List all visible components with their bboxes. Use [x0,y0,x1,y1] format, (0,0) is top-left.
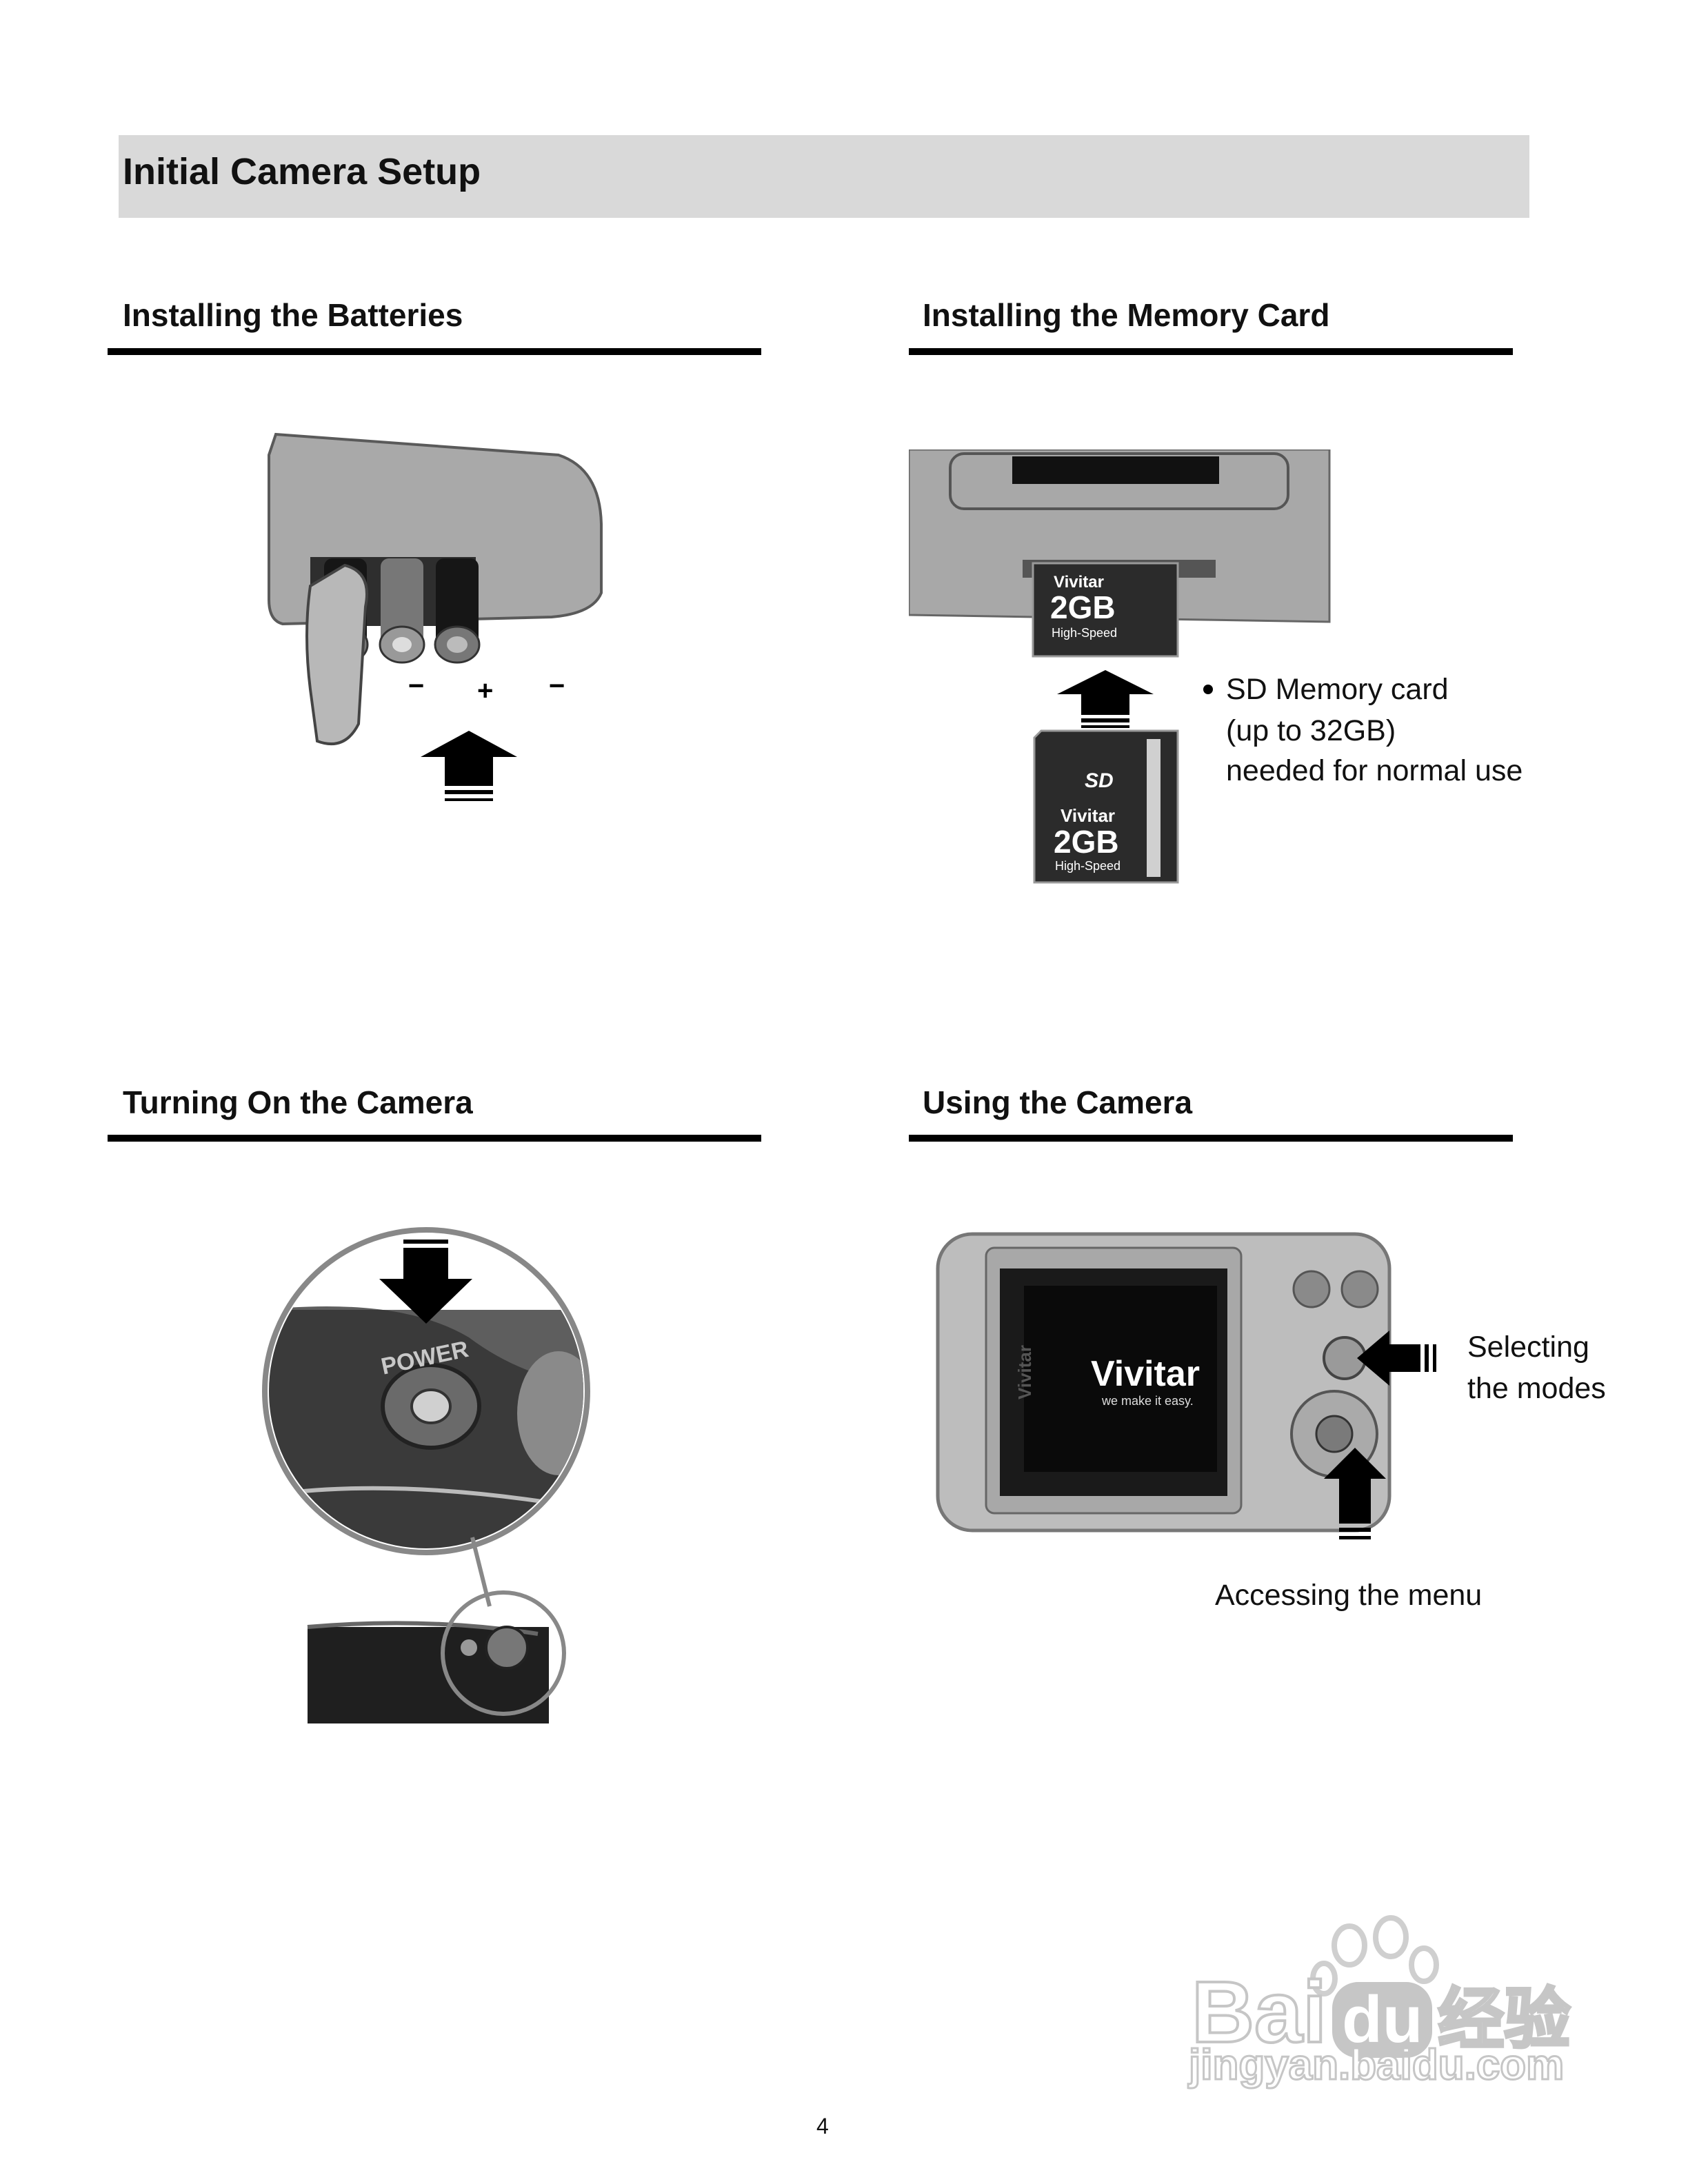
memory-note-line-2: (up to 32GB) [1226,714,1396,747]
watermark-brand-du: du [1332,1982,1433,2058]
arrow-up-icon [1057,670,1154,728]
arrow-up-icon [1324,1448,1386,1539]
rule-power [108,1135,761,1142]
battery-2 [379,558,425,664]
watermark-url: jingyan.baidu.com [1187,2041,1565,2090]
sd-card-inserted: Vivitar 2GB High-Speed [1032,562,1179,658]
page-title: Initial Camera Setup [123,151,481,192]
memory-card-illustration: Vivitar 2GB High-Speed SD Vivitar 2GB Hi… [909,449,1331,884]
card-brand: Vivitar [1061,805,1115,826]
heading-batteries: Installing the Batteries [123,297,463,333]
card-speed: High-Speed [1055,859,1121,873]
card-capacity: 2GB [1054,824,1119,860]
label-modes-line-1: Selecting [1467,1331,1589,1364]
label-menu: Accessing the menu [1215,1579,1483,1612]
arrow-left-icon [1357,1331,1436,1386]
card-speed-top: High-Speed [1052,626,1117,640]
label-modes-line-2: the modes [1467,1372,1606,1405]
card-brand-top: Vivitar [1054,573,1104,592]
memory-note-line-3: needed for normal use [1226,754,1523,787]
polarity-minus-right: − [549,671,565,701]
paw-logo-icon [1310,1915,1439,1996]
rule-using [909,1135,1513,1142]
rule-memory-card [909,348,1513,355]
battery-3 [434,558,481,664]
arrow-up-icon [421,731,517,801]
bullet-icon [1203,685,1213,694]
polarity-minus-left: − [408,671,424,701]
card-capacity-top: 2GB [1050,589,1116,625]
heading-memory-card: Installing the Memory Card [923,297,1330,333]
screen-tagline: we make it easy. [1101,1394,1194,1408]
watermark-brand-bai: Bai [1190,1962,1328,2062]
memory-note-line-1: SD Memory card [1226,673,1449,706]
title-bar: Initial Camera Setup [119,135,1529,218]
heading-using: Using the Camera [923,1084,1193,1120]
heading-power: Turning On the Camera [123,1084,473,1120]
screen-brand: Vivitar [1091,1354,1200,1394]
card-logo: SD [1085,769,1114,792]
page-number: 4 [816,2114,829,2138]
rule-batteries [108,348,761,355]
camera-back-illustration: Vivitar we make it easy. Vivitar [936,1232,1436,1539]
watermark-brand-cn: 经验 [1436,1981,1571,2058]
arrow-down-icon [379,1240,472,1324]
polarity-plus: + [477,676,493,706]
sd-card: SD Vivitar 2GB High-Speed [1033,729,1179,884]
side-brand: Vivitar [1014,1345,1035,1399]
power-illustration: POWER [262,1227,590,1723]
batteries-illustration: − + − [268,432,603,801]
